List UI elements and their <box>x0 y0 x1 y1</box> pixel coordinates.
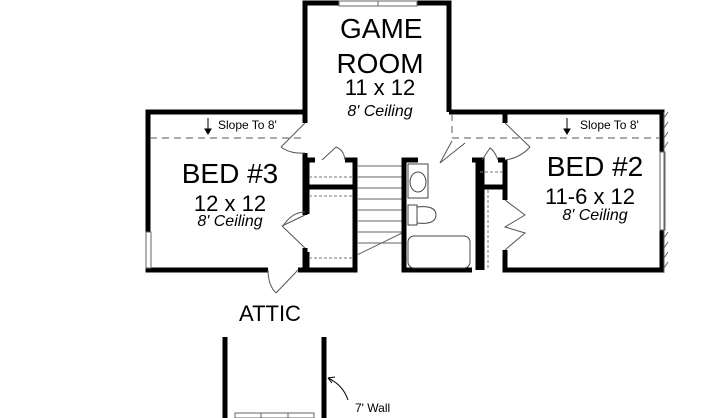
toilet-tank <box>407 204 418 226</box>
stairs <box>356 165 403 256</box>
toilet-bowl <box>416 206 437 224</box>
bed-2-walls <box>449 109 665 273</box>
closet-shelves <box>309 176 353 259</box>
bed-2-dimensions: 11-6 x 12 <box>544 184 636 209</box>
bed-3-label: BED #3 <box>181 158 279 189</box>
wall-note-leader <box>327 376 349 401</box>
bath-fixtures <box>407 163 471 269</box>
bed-2-window <box>659 151 666 231</box>
exterior-hatch <box>663 111 669 272</box>
game-room-label-line2: ROOM <box>336 48 424 79</box>
bed-2-closet-walls <box>475 157 505 270</box>
slope-note-right: Slope To 8' <box>580 118 639 132</box>
closet-walls <box>304 157 358 273</box>
slope-arrows <box>204 118 571 135</box>
sink <box>409 171 427 193</box>
bed-2-label: BED #2 <box>546 151 644 182</box>
bathtub <box>407 235 471 269</box>
attic-window <box>234 412 315 418</box>
attic-label: ATTIC <box>239 301 301 326</box>
attic-walls <box>222 337 327 418</box>
bed-3-window <box>145 231 152 269</box>
game-room-label-line1: GAME <box>340 13 423 44</box>
wall-note: 7' Wall <box>355 401 391 415</box>
game-room-dimensions: 11 x 12 <box>344 75 416 100</box>
game-room-ceiling: 8' Ceiling <box>347 103 413 120</box>
bed-3-ceiling: 8' Ceiling <box>197 213 263 230</box>
slope-note-left: Slope To 8' <box>218 118 277 132</box>
bed-2-ceiling: 8' Ceiling <box>562 207 628 224</box>
slope-lines <box>150 114 660 139</box>
door-swings <box>267 122 531 294</box>
bed-3-dimensions: 12 x 12 <box>193 191 267 216</box>
game-room-window <box>338 0 418 7</box>
